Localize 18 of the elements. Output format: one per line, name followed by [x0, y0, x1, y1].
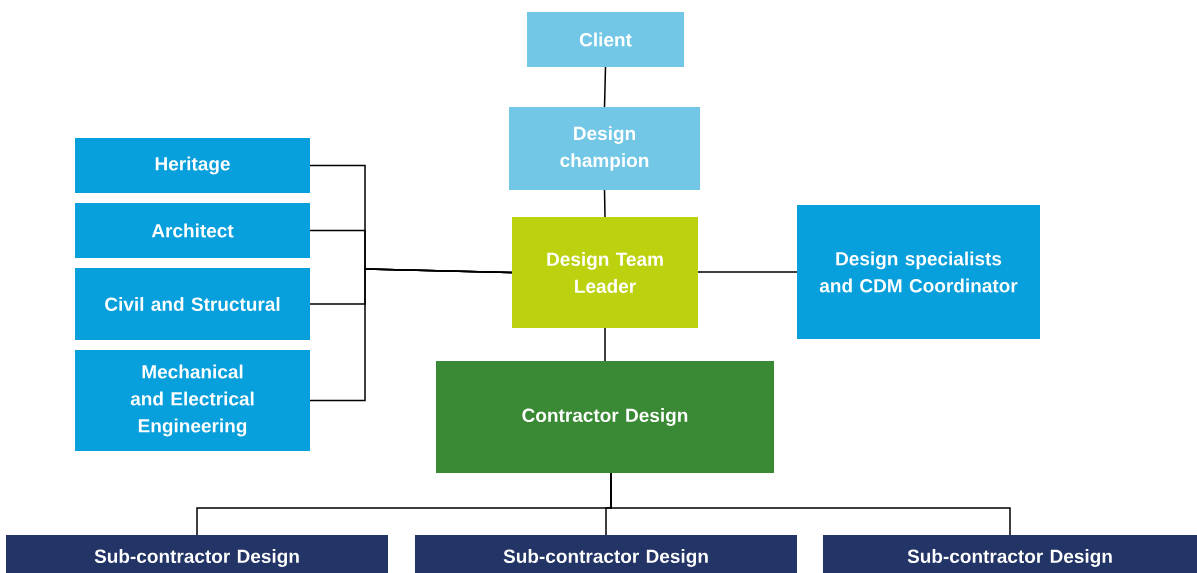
connector-line [603, 66, 607, 108]
connector-line [697, 271, 798, 273]
org-box: Client [527, 12, 684, 67]
connector-line [604, 327, 606, 362]
org-box: Civil and Structural [75, 268, 310, 340]
org-box: Sub-contractor Design [823, 535, 1197, 573]
org-box: Sub-contractor Design [415, 535, 797, 573]
org-box: Design Team Leader [512, 217, 698, 328]
org-box: Heritage [75, 138, 310, 193]
connector-line [603, 189, 606, 218]
org-box: Architect [75, 203, 310, 258]
org-box: Design champion [509, 107, 700, 190]
org-box: Design specialists and CDM Coordinator [797, 205, 1040, 339]
org-box: Contractor Design [436, 361, 774, 473]
org-box: Sub-contractor Design [6, 535, 388, 573]
org-box: Mechanical and Electrical Engineering [75, 350, 310, 451]
connector-line [309, 268, 513, 402]
connector-line [610, 472, 1011, 536]
